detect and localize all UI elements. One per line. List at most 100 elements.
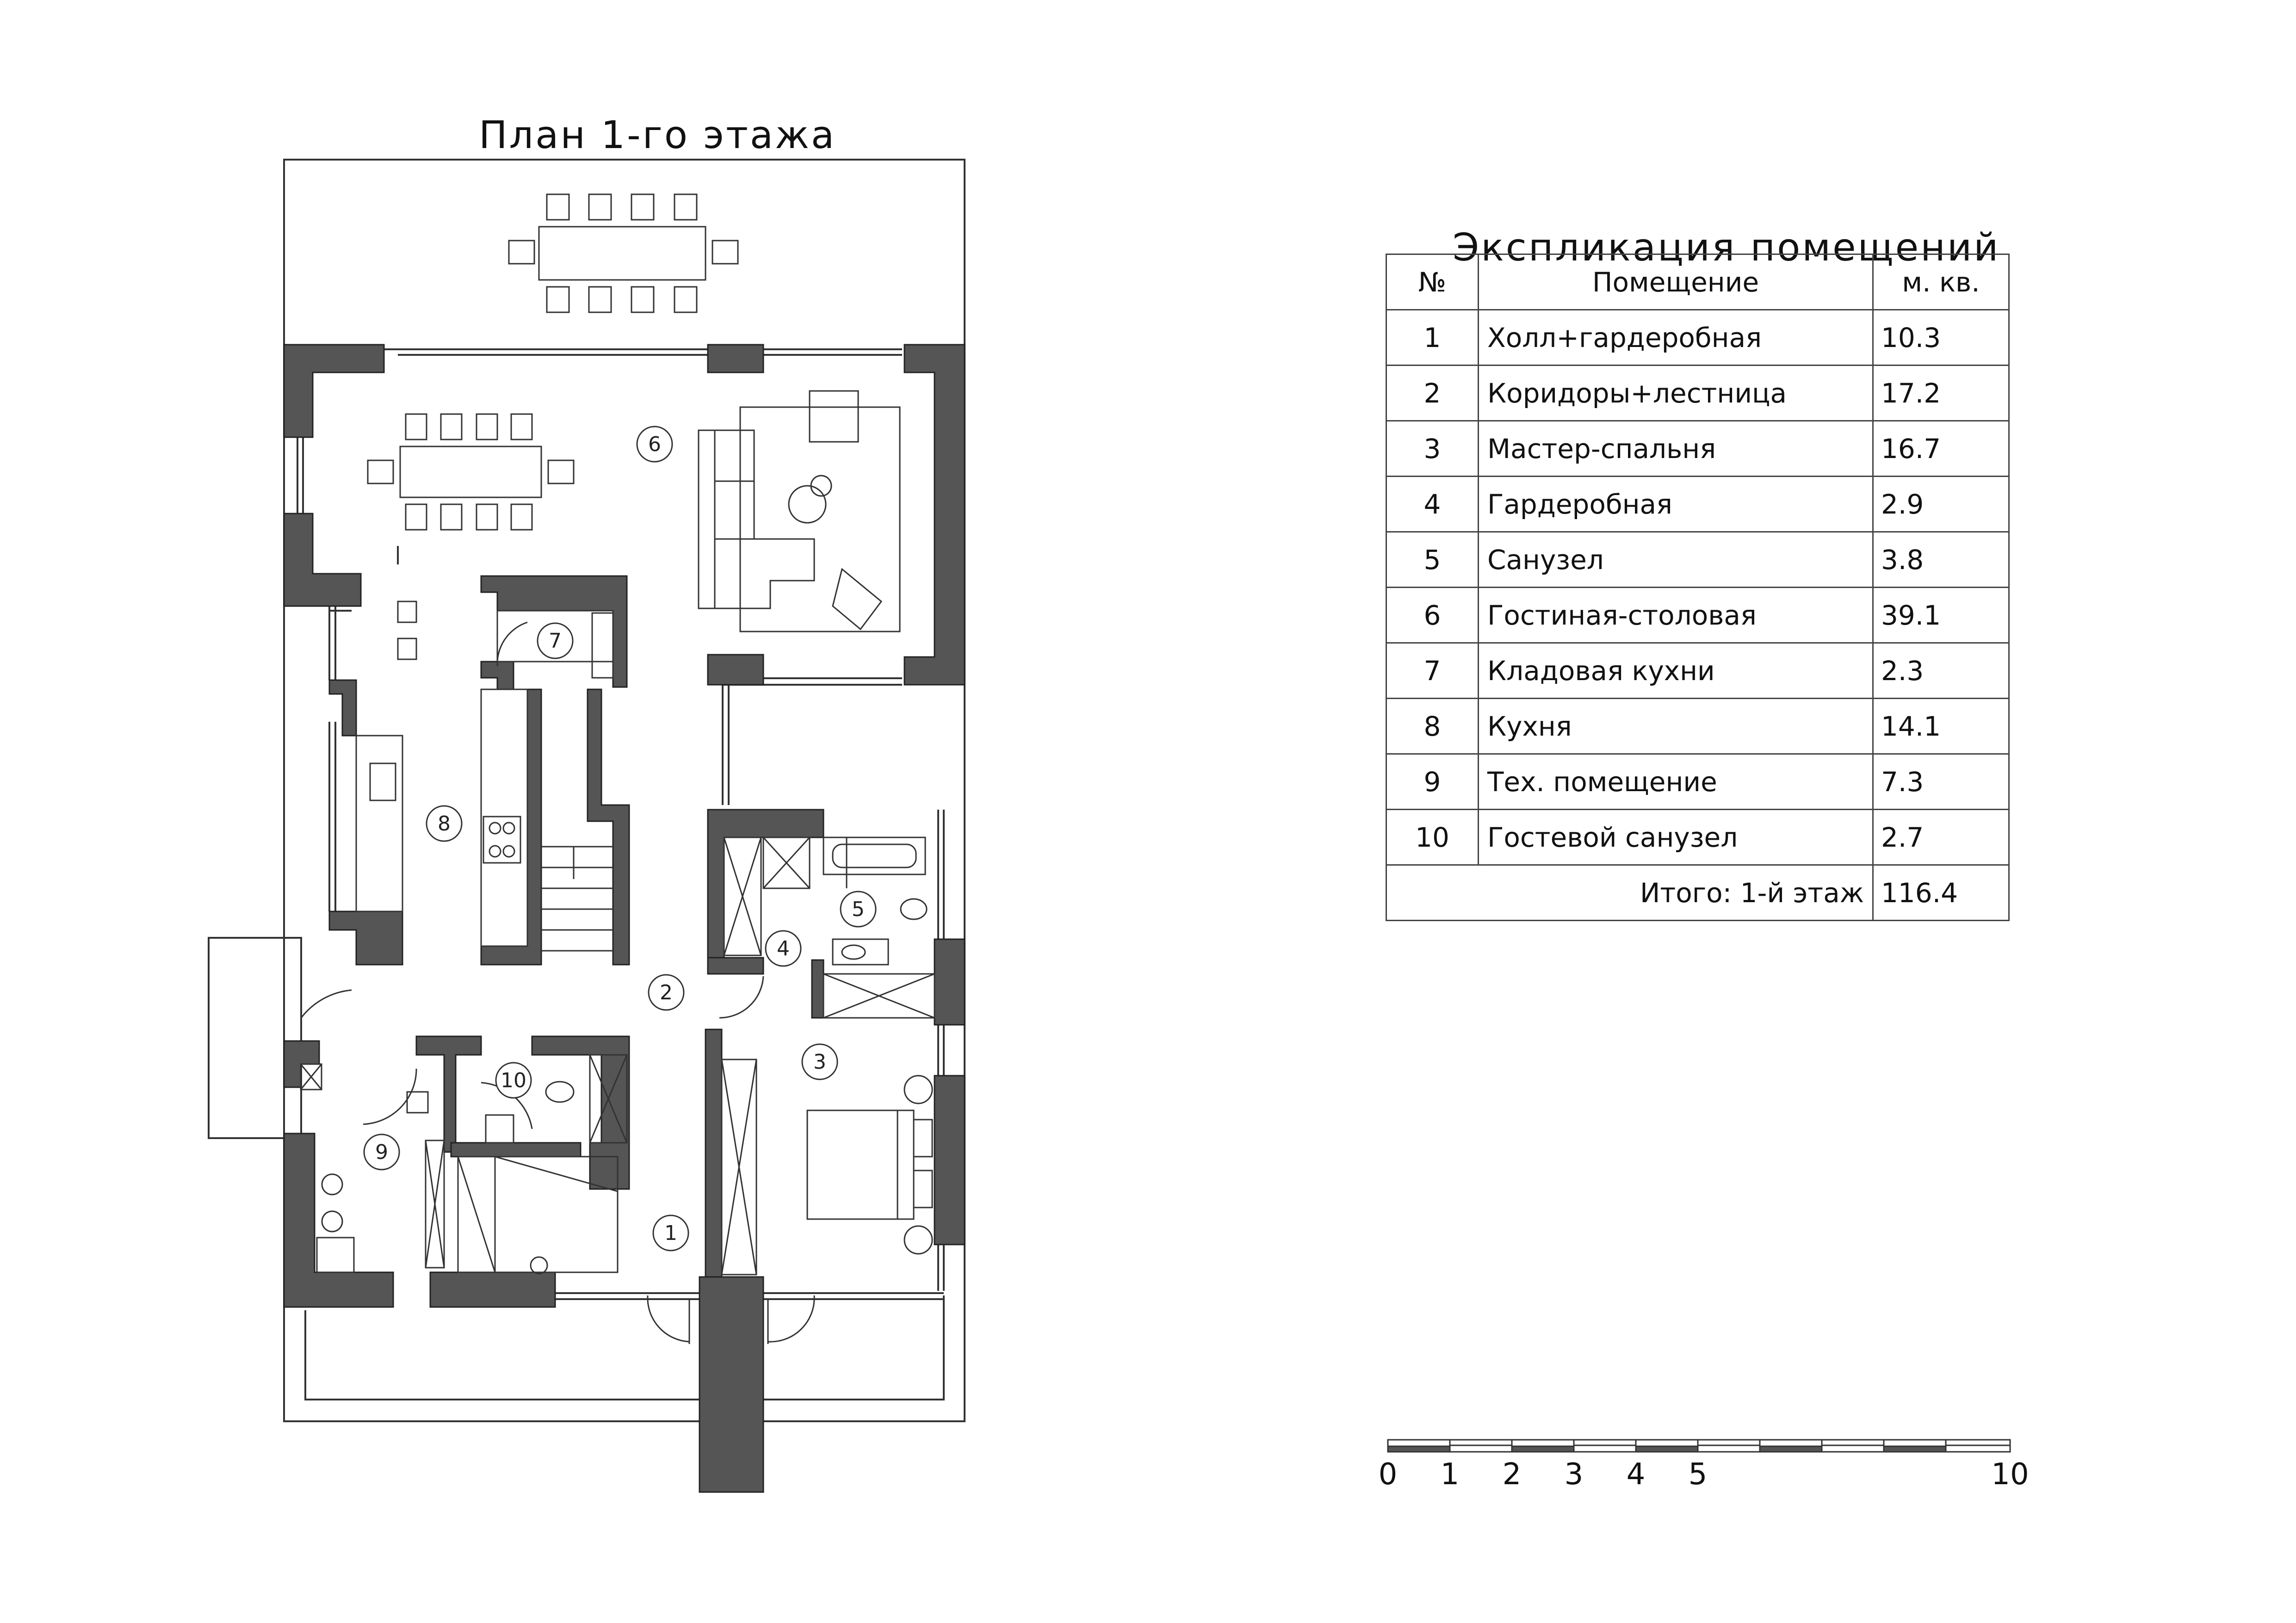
row-name: Гостиная-столовая	[1478, 587, 1874, 644]
row-area: 14.1	[1872, 698, 2010, 755]
terrace-table	[538, 226, 706, 281]
room-marker-3	[801, 1043, 838, 1080]
room-marker-4	[765, 930, 802, 967]
room-num-10: 10	[501, 1069, 526, 1092]
entrance-porch	[208, 937, 302, 1139]
row-name: Гардеробная	[1478, 476, 1874, 533]
bathtub	[823, 836, 926, 875]
kitchen-counter	[480, 688, 528, 947]
wall-top-left	[283, 344, 385, 438]
row-area: 7.3	[1872, 753, 2010, 810]
room-num-6: 6	[648, 433, 661, 456]
scale-label-4: 4	[1626, 1457, 1646, 1492]
room-marker-2	[648, 974, 685, 1011]
table-header-row: № Помещение м. кв.	[1386, 254, 2010, 310]
room-marker-10	[495, 1062, 532, 1099]
scale-label-5: 5	[1688, 1457, 1708, 1492]
door-porch	[300, 989, 352, 1018]
row-name: Кладовая кухни	[1478, 642, 1874, 699]
room-num-1: 1	[664, 1221, 677, 1245]
sofa	[698, 429, 815, 609]
room-marker-5	[840, 891, 877, 928]
row-num: 4	[1386, 476, 1479, 533]
scale-label-2: 2	[1502, 1457, 1522, 1492]
room-num-8: 8	[438, 812, 451, 836]
cooktop	[483, 816, 521, 864]
row-area: 2.7	[1872, 809, 2010, 866]
dining-table	[399, 446, 542, 498]
row-num: 1	[1386, 309, 1479, 366]
row-name: Кухня	[1478, 698, 1874, 755]
armchair-top	[809, 390, 859, 443]
room-marker-8	[426, 805, 463, 842]
row-name: Гостевой санузел	[1478, 809, 1874, 866]
wall-top-mid	[707, 344, 764, 373]
row-name: Санузел	[1478, 531, 1874, 588]
toilet-5	[900, 898, 928, 920]
hall-wardrobe	[457, 1156, 619, 1273]
wall-left-mid	[283, 513, 362, 607]
staircase	[541, 846, 613, 952]
room-num-9: 9	[375, 1140, 388, 1164]
plan-title: План 1-го этажа	[479, 113, 836, 157]
room-num-2: 2	[660, 981, 673, 1004]
header-num: №	[1386, 254, 1479, 310]
row-area: 2.9	[1872, 476, 2010, 533]
armchair-corner	[832, 568, 883, 631]
scale-label-0: 0	[1378, 1457, 1398, 1492]
row-num: 10	[1386, 809, 1479, 866]
room-num-4: 4	[777, 937, 790, 960]
scale-label-3: 3	[1564, 1457, 1584, 1492]
row-area: 2.3	[1872, 642, 2010, 699]
row-num: 7	[1386, 642, 1479, 699]
row-area: 10.3	[1872, 309, 2010, 366]
coffee-table	[788, 485, 827, 524]
row-num: 3	[1386, 420, 1479, 477]
row-num: 5	[1386, 531, 1479, 588]
total-area: 116.4	[1872, 864, 2010, 921]
terrace-front	[304, 1310, 699, 1400]
toilet-10	[545, 1081, 575, 1103]
row-name: Коридоры+лестница	[1478, 365, 1874, 421]
row-name: Мастер-спальня	[1478, 420, 1874, 477]
room-marker-6	[636, 426, 673, 463]
row-name: Тех. помещение	[1478, 753, 1874, 810]
kitchen-island	[355, 735, 403, 912]
row-num: 9	[1386, 753, 1479, 810]
scale-label-1: 1	[1440, 1457, 1460, 1492]
chimney	[699, 1276, 764, 1493]
room-num-7: 7	[549, 629, 562, 653]
hall-wardrobe-long	[721, 1059, 757, 1276]
row-area: 39.1	[1872, 587, 2010, 644]
table-total-row: Итого: 1-й этаж 116.4	[1386, 864, 2010, 921]
room-num-5: 5	[852, 898, 865, 921]
total-label: Итого: 1-й этаж	[1386, 864, 1874, 921]
rug	[739, 406, 901, 632]
row-num: 2	[1386, 365, 1479, 421]
row-area: 16.7	[1872, 420, 2010, 477]
row-name: Холл+гардеробная	[1478, 309, 1874, 366]
scale-label-10: 10	[1991, 1457, 2029, 1492]
row-num: 6	[1386, 587, 1479, 644]
header-name: Помещение	[1478, 254, 1874, 310]
row-num: 8	[1386, 698, 1479, 755]
header-area: м. кв.	[1872, 254, 2010, 310]
room-num-3: 3	[813, 1050, 826, 1074]
room-marker-9	[363, 1134, 400, 1171]
terrace-outline	[283, 159, 965, 1422]
wall-top-right	[904, 344, 965, 686]
scale-bar	[1387, 1439, 2011, 1453]
row-area: 17.2	[1872, 365, 2010, 421]
